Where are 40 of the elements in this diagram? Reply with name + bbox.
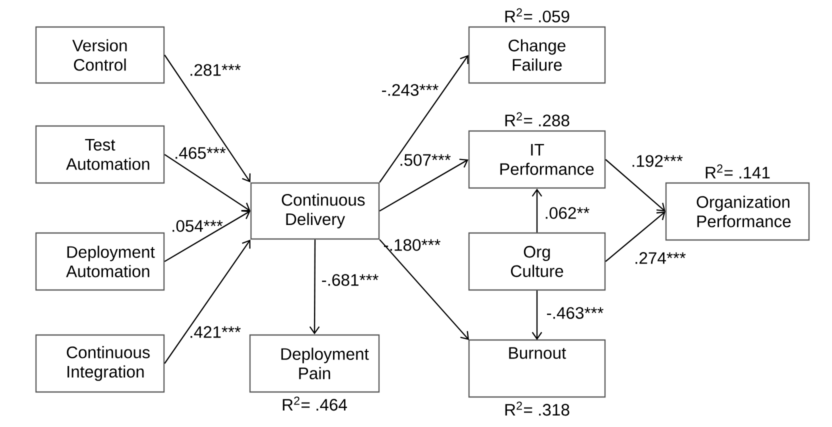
arrow — [164, 154, 250, 212]
process-box: Org Culture — [468, 232, 606, 291]
edge-label: -.463*** — [547, 307, 604, 319]
arrow — [379, 55, 468, 183]
process-box: Deployment Pain — [249, 334, 380, 393]
arrow — [164, 54, 251, 182]
edge-label: .062** — [546, 207, 590, 219]
r-squared-label: R$^{2}$= .318 — [505, 402, 570, 416]
arrow — [532, 290, 542, 340]
r-squared-label: R$^{2}$= .059 — [505, 8, 570, 22]
edge-label: .192*** — [632, 155, 683, 167]
edge-label: .054*** — [172, 220, 223, 232]
arrow — [532, 188, 542, 232]
process-box: Deployment Automation — [35, 232, 165, 291]
r-squared-label: R$^{2}$= .464 — [282, 396, 347, 411]
process-box: IT Performance — [468, 130, 606, 189]
arrow — [164, 240, 250, 364]
edge-label: -.243*** — [382, 84, 438, 96]
r-squared-label: R$^{2}$= .288 — [505, 112, 570, 126]
arrow — [379, 239, 469, 340]
arrow — [309, 240, 320, 334]
process-box: Version Control — [35, 26, 165, 84]
process-box: Test Automation — [35, 125, 165, 184]
r-squared-label: R$^{2}$= .141 — [706, 164, 770, 178]
edge-label: .274*** — [636, 252, 686, 264]
edge-label: .507*** — [400, 154, 451, 166]
arrow — [379, 158, 468, 212]
process-box: Organization Performance — [665, 182, 810, 241]
arrow — [605, 159, 666, 212]
process-box: Burnout — [468, 339, 606, 398]
edge-label: .421*** — [190, 326, 241, 338]
edge-label: -.681*** — [322, 274, 378, 286]
arrow — [605, 211, 666, 262]
process-box: Continuous Delivery — [250, 182, 380, 240]
arrow — [164, 210, 250, 262]
edge-label: .465*** — [176, 147, 226, 159]
process-box: Change Failure — [468, 26, 606, 84]
edge-label: -.180*** — [384, 239, 440, 251]
edge-label: .281*** — [190, 64, 241, 76]
process-box: Continuous Integration — [35, 334, 165, 393]
